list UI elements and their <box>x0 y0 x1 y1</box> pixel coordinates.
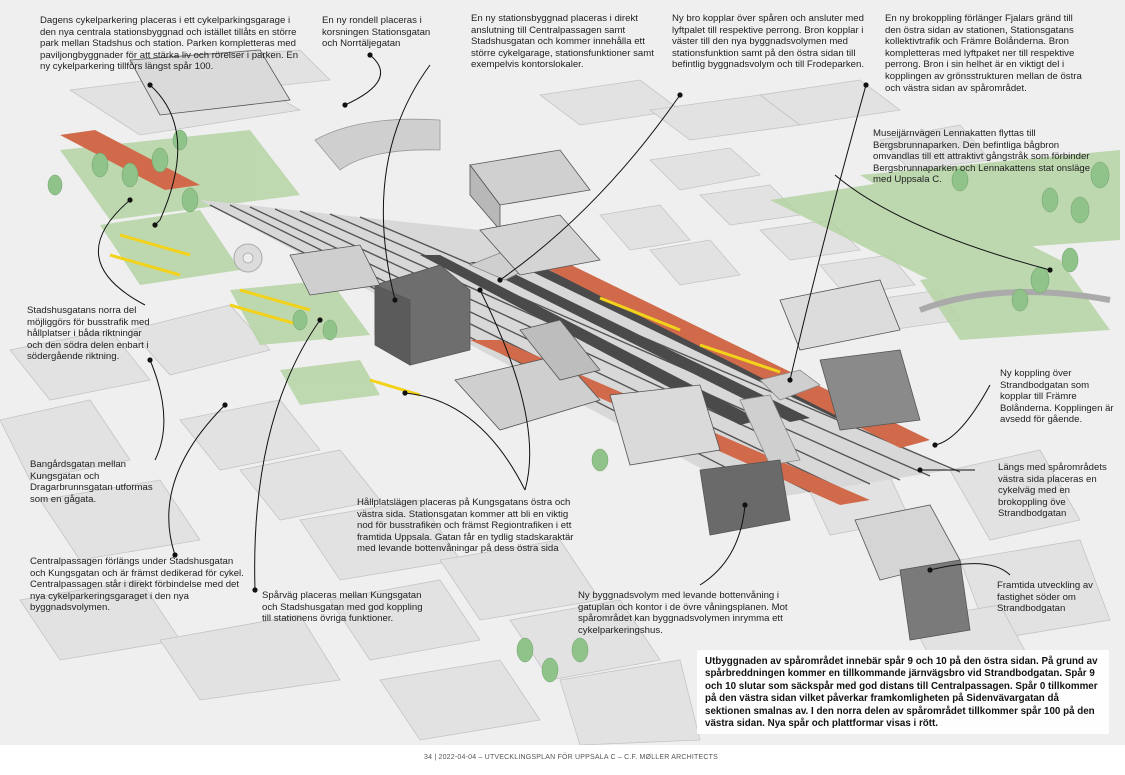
annotation-centralpassagen: Centralpassagen förlängs under Stadshusg… <box>30 556 244 614</box>
summary-box: Utbyggnaden av spårområdet innebär spår … <box>697 650 1109 734</box>
annotation-cykelparkering: Dagens cykelparkering placeras i ett cyk… <box>40 15 299 73</box>
footer-text: 34 | 2022-04-04 – UTVECKLINGSPLAN FÖR UP… <box>424 754 718 761</box>
annotation-ny-bro: Ny bro kopplar över spåren och ansluter … <box>672 13 864 71</box>
annotation-framtida: Framtida utveckling av fastighet söder o… <box>997 580 1093 615</box>
green-areas <box>60 130 1120 405</box>
key-buildings <box>129 49 971 641</box>
annotation-strandbodgatan-koppling: Ny koppling över Strandbodgatan som kopp… <box>1000 368 1114 426</box>
annotation-bangardsgatan: Bangårdsgatan mellan Kungsgatan och Drag… <box>30 459 153 505</box>
annotation-museijarnvagen: Museijärnvägen Lennakatten flyttas till … <box>873 128 1091 186</box>
leader-dots <box>127 52 1053 593</box>
annotation-hallplatslagen: Hållplatslägen placeras på Kungsgatans ö… <box>357 497 574 555</box>
annotation-byggnadsvolym: Ny byggnadsvolym med levande bottenvånin… <box>578 590 788 636</box>
annotation-sparvag: Spårväg placeras mellan Kungsgatan och S… <box>262 590 423 625</box>
annotation-stationsbyggnad: En ny stationsbyggnad placeras i direkt … <box>471 13 654 71</box>
annotation-brokoppling: En ny brokoppling förlänger Fjalars grän… <box>885 13 1082 94</box>
annotation-cykelvag: Längs med spårområdets västra sida place… <box>998 462 1107 520</box>
leader-lines <box>97 54 1051 591</box>
trees <box>47 129 1110 691</box>
page-footer: 34 | 2022-04-04 – UTVECKLINGSPLAN FÖR UP… <box>0 746 1125 775</box>
annotation-stadshusgatan: Stadshusgatans norra del möjliggörs för … <box>27 305 150 363</box>
aerial-site-plan <box>0 0 1125 745</box>
summary-text: Utbyggnaden av spårområdet innebär spår … <box>705 656 1098 730</box>
annotation-rondell: En ny rondell placeras i korsningen Stat… <box>322 15 431 50</box>
